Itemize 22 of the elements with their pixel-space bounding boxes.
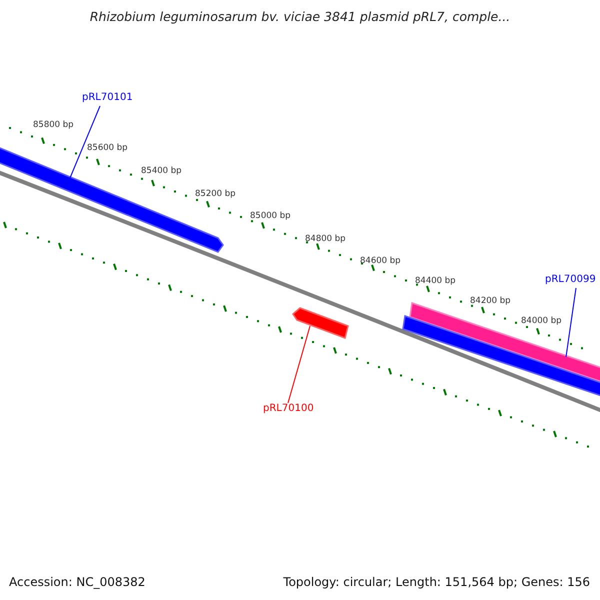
leader-line [70, 106, 100, 178]
gene-arrow [292, 307, 349, 339]
footer-text: Topology: circular; Length: 151,564 bp; Genes: 156 [283, 576, 590, 588]
scale-label: 85000 bp [250, 212, 291, 220]
gene-arrow [402, 315, 600, 398]
scale-label: 84000 bp [521, 317, 562, 326]
gene-label: pRL70099 [545, 275, 596, 285]
scale-label: 85600 bp [87, 144, 128, 152]
scale-label: 84400 bp [415, 277, 456, 286]
scale-label: 84200 bp [470, 297, 511, 306]
scale-label: 85200 bp [195, 190, 236, 198]
footer-text: Accession: NC_008382 [9, 576, 146, 588]
leader-line [288, 326, 310, 404]
leader-line [566, 288, 576, 358]
gene-arrow [0, 144, 224, 253]
gene-label: pRL70100 [263, 404, 314, 414]
scale-label: 85400 bp [141, 167, 182, 176]
scale-label: 84600 bp [360, 257, 401, 266]
scale-label: 85800 bp [33, 121, 74, 130]
scale-label: 84800 bp [305, 235, 346, 244]
map-title: Rhizobium leguminosarum bv. viciae 3841 plasmid pRL7, comple... [88, 11, 512, 24]
gene-label: pRL70101 [82, 93, 133, 103]
